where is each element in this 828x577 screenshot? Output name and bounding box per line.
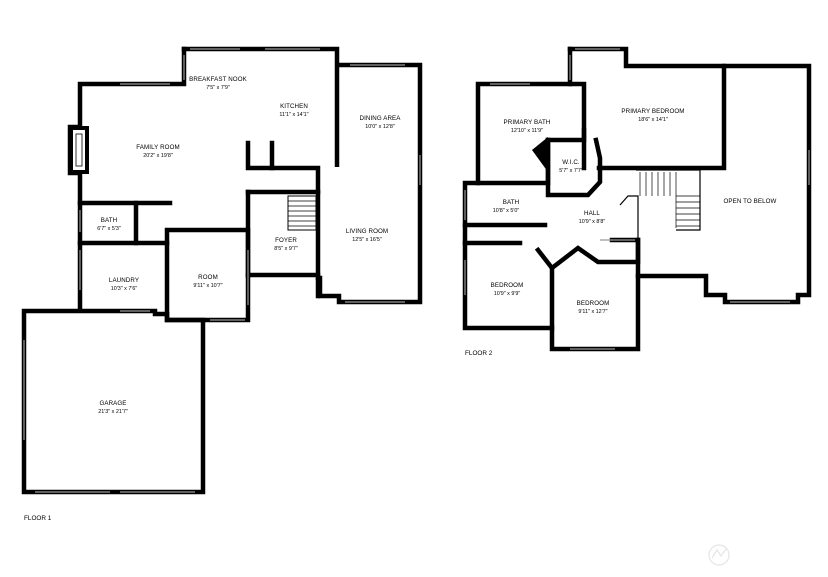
room-name-laundry: LAUNDRY: [109, 277, 139, 284]
floor-1-stairs: [287, 195, 317, 231]
tub-fixture: [532, 137, 548, 172]
room-name-living-room: LIVING ROOM: [346, 228, 388, 235]
room-dims-bath-1: 6'7" x 5'3": [97, 226, 121, 232]
floor-1-label: FLOOR 1: [24, 515, 52, 522]
room-name-garage: GARAGE: [99, 400, 126, 407]
watermark-logo: [708, 544, 730, 566]
room-dims-bedroom-1: 10'9" x 9'9": [494, 291, 521, 297]
room-dims-breakfast-nook: 7'5" x 7'9": [206, 85, 230, 91]
floor-2-label: FLOOR 2: [465, 350, 493, 357]
room-dims-dining-area: 10'0" x 12'8": [365, 124, 395, 130]
room-name-primary-bath: PRIMARY BATH: [504, 119, 551, 126]
room-name-wic: W.I.C.: [562, 159, 580, 166]
room-name-primary-bedroom: PRIMARY BEDROOM: [621, 108, 684, 115]
room-dims-primary-bath: 12'10" x 11'9": [511, 128, 543, 134]
wic-wall: [545, 137, 603, 198]
fireplace: [69, 126, 89, 174]
room-name-dining-area: DINING AREA: [360, 115, 402, 122]
floor-2-stairs: [619, 169, 701, 240]
room-name-family-room: FAMILY ROOM: [136, 144, 180, 151]
room-dims-bath-2: 10'8" x 5'0": [493, 208, 520, 214]
fireplace-hearth: [75, 133, 83, 167]
room-dims-wic: 5'7" x 7'7": [559, 168, 583, 174]
room-name-room: ROOM: [198, 274, 218, 281]
floor-2-plan: PRIMARY BATH 12'10" x 11'9" PRIMARY BEDR…: [462, 46, 812, 357]
room-dims-laundry: 10'3" x 7'6": [111, 286, 138, 292]
room-name-bath-1: BATH: [101, 217, 117, 224]
room-dims-bedroom-2: 9'11" x 12'7": [578, 309, 607, 315]
room-dims-kitchen: 11'1" x 14'1": [279, 112, 308, 118]
primary-bath-wall: [475, 81, 587, 186]
room-name-kitchen: KITCHEN: [280, 103, 308, 110]
floor-2-outer-wall: [567, 46, 812, 305]
room-name-breakfast-nook: BREAKFAST NOOK: [189, 76, 247, 83]
room-name-hall: HALL: [584, 210, 600, 217]
room-dims-family-room: 20'2" x 19'8": [143, 153, 173, 159]
room-dims-primary-bedroom: 18'6" x 14'1": [638, 117, 668, 123]
bedroom-2-wall: [548, 237, 641, 272]
primary-bedroom-wall: [596, 63, 727, 171]
kitchen-partition: [245, 140, 321, 299]
room-name-foyer: FOYER: [275, 237, 297, 244]
room-dims-living-room: 12'5" x 16'5": [352, 237, 382, 243]
room-dims-garage: 21'3" x 21'7": [98, 409, 128, 415]
room-dims-hall: 10'9" x 8'8": [579, 219, 606, 225]
floor-1-windows: [23, 48, 421, 493]
bedroom-1-east-wall: [534, 246, 555, 331]
floor-2-windows: [464, 48, 810, 350]
room-name-bedroom-1: BEDROOM: [491, 282, 524, 289]
room-name-bedroom-2: BEDROOM: [577, 300, 610, 307]
room-dims-foyer: 8'5" x 9'7": [274, 246, 298, 252]
room-name-bath-2: BATH: [503, 199, 519, 206]
floor-1-plan: BREAKFAST NOOK 7'5" x 7'9" KITCHEN 11'1"…: [21, 46, 423, 522]
floor-1-west-wall: [21, 46, 206, 495]
room-dims-room: 9'11" x 10'7": [193, 283, 222, 289]
room-name-open-to-below: OPEN TO BELOW: [724, 198, 777, 205]
